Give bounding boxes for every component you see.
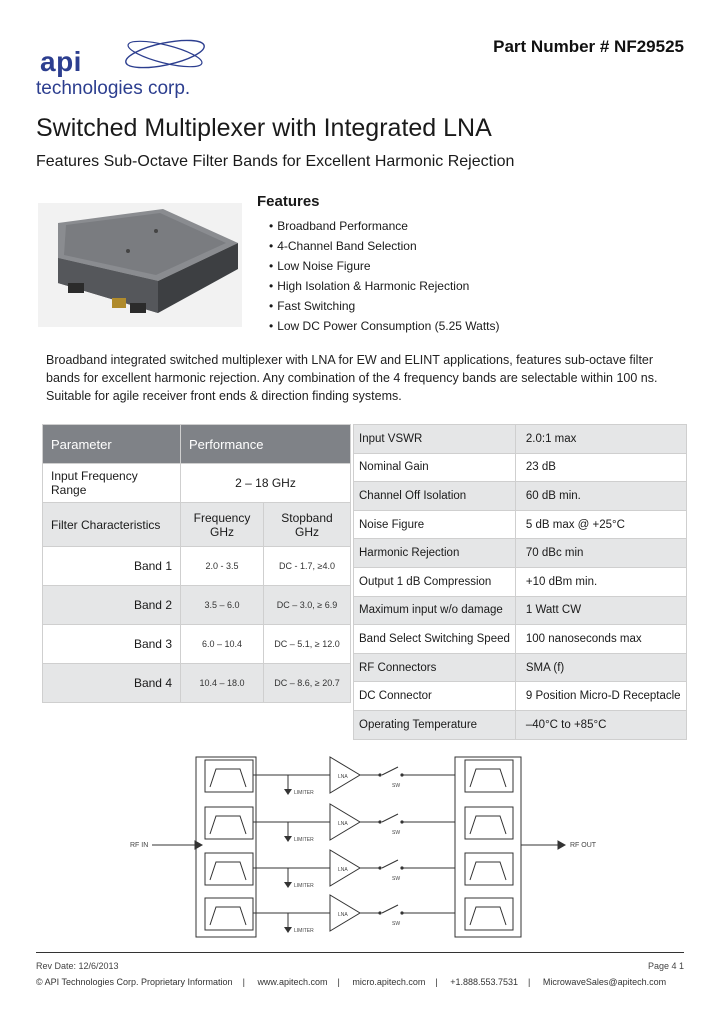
spec-value: +10 dBm min.: [514, 566, 687, 597]
table-row: Output 1 dB Compression+10 dBm min.: [353, 566, 687, 597]
amp-label: LNA: [338, 912, 348, 918]
block-diagram-svg: RF IN RF OUT LNA LNA LNA LNA SW SW SW SW…: [130, 756, 597, 938]
amp-label: LNA: [338, 774, 348, 780]
footer-email-link[interactable]: MicrowaveSales@apitech.com: [542, 977, 667, 987]
spec-value: –40°C to +85°C: [514, 709, 687, 740]
performance-table: Parameter Performance Input Frequency Ra…: [42, 424, 351, 703]
band-freq: 10.4 – 18.0: [180, 663, 264, 703]
rf-in-label: RF IN: [130, 842, 148, 849]
footer-phone: +1.888.553.7531: [450, 977, 519, 987]
spec-value: 5 dB max @ +25°C: [514, 509, 687, 540]
spec-param: Input VSWR: [353, 424, 516, 454]
switch-label: SW: [392, 876, 400, 882]
switch-label: SW: [392, 830, 400, 836]
band-stop: DC – 3.0, ≥ 6.9: [263, 585, 351, 625]
company-logo: api technologies corp.: [36, 34, 206, 104]
spec-param: DC Connector: [353, 681, 516, 711]
product-description: Broadband integrated switched multiplexe…: [46, 353, 658, 403]
band-stop: DC – 5.1, ≥ 12.0: [263, 624, 351, 664]
spec-param: Maximum input w/o damage: [353, 595, 516, 626]
spec-value: 60 dB min.: [514, 481, 687, 511]
stop-header: Stopband GHz: [263, 502, 351, 547]
freq-header: Frequency GHz: [180, 502, 264, 547]
spec-param: Output 1 dB Compression: [353, 566, 516, 597]
spec-param: Nominal Gain: [353, 452, 516, 483]
table-header-parameter: Parameter: [42, 424, 181, 464]
spec-value: 23 dB: [514, 452, 687, 483]
footer-divider: [36, 952, 684, 953]
filter-label: Filter Characteristics: [42, 502, 181, 547]
band-stop: DC - 1.7, ≥4.0: [263, 546, 351, 586]
table-row: Operating Temperature–40°C to +85°C: [353, 709, 687, 740]
logo-subtext: technologies corp.: [36, 78, 191, 99]
spec-param: Operating Temperature: [353, 709, 516, 740]
spec-value: 9 Position Micro-D Receptacle: [514, 681, 687, 711]
band-freq: 3.5 – 6.0: [180, 585, 264, 625]
input-range-value: 2 – 18 GHz: [180, 463, 351, 503]
feature-item: Low Noise Figure: [269, 256, 500, 276]
limiter-label: LIMITER: [294, 790, 314, 796]
part-number: Part Number # NF29525: [493, 37, 684, 56]
feature-item: Fast Switching: [269, 296, 500, 316]
switch-label: SW: [392, 783, 400, 789]
spec-param: RF Connectors: [353, 652, 516, 683]
features-list: Broadband Performance 4-Channel Band Sel…: [257, 216, 500, 336]
spec-param: Channel Off Isolation: [353, 481, 516, 511]
footer-copyright: © API Technologies Corp. Proprietary Inf…: [36, 977, 233, 987]
product-photo: [38, 203, 242, 327]
logo-orbit-icon: [125, 39, 205, 69]
page-number: Page 4 1: [647, 961, 684, 971]
spec-param: Band Select Switching Speed: [353, 624, 516, 654]
limiter-label: LIMITER: [294, 883, 314, 889]
band-name: Band 4: [42, 663, 181, 703]
features-section: Features Broadband Performance 4-Channel…: [257, 193, 500, 336]
feature-item: 4-Channel Band Selection: [269, 236, 500, 256]
amp-label: LNA: [338, 821, 348, 827]
rf-out-label: RF OUT: [570, 842, 597, 849]
band-name: Band 3: [42, 624, 181, 664]
switch-label: SW: [392, 921, 400, 927]
footer-website-link[interactable]: www.apitech.com: [257, 977, 328, 987]
page-subtitle: Features Sub-Octave Filter Bands for Exc…: [36, 153, 515, 170]
footer-micro-link[interactable]: micro.apitech.com: [352, 977, 426, 987]
spec-value: 2.0:1 max: [514, 424, 687, 454]
band-freq: 6.0 – 10.4: [180, 624, 264, 664]
block-diagram: RF IN RF OUT LNA LNA LNA LNA SW SW SW SW…: [0, 745, 720, 945]
footer-info: © API Technologies Corp. Proprietary Inf…: [36, 977, 667, 987]
band-stop: DC – 8.6, ≥ 20.7: [263, 663, 351, 703]
input-range-label: Input Frequency Range: [42, 463, 181, 503]
logo-text: api: [40, 46, 82, 77]
page-title: Switched Multiplexer with Integrated LNA: [36, 114, 492, 142]
band-name: Band 1: [42, 546, 181, 586]
band-name: Band 2: [42, 585, 181, 625]
limiter-label: LIMITER: [294, 837, 314, 843]
limiter-label: LIMITER: [294, 928, 314, 934]
feature-item: Broadband Performance: [269, 216, 500, 236]
feature-item: High Isolation & Harmonic Rejection: [269, 276, 500, 296]
band-freq: 2.0 - 3.5: [180, 546, 264, 586]
features-heading: Features: [257, 193, 320, 210]
feature-item: Low DC Power Consumption (5.25 Watts): [269, 316, 499, 336]
amp-label: LNA: [338, 867, 348, 873]
spec-param: Harmonic Rejection: [353, 538, 516, 568]
spec-value: SMA (f): [514, 652, 687, 683]
spec-param: Noise Figure: [353, 509, 516, 540]
spec-value: 1 Watt CW: [514, 595, 687, 626]
rev-date: Rev Date: 12/6/2013: [36, 961, 119, 971]
spec-value: 70 dBc min: [514, 538, 687, 568]
spec-value: 100 nanoseconds max: [514, 624, 687, 654]
table-header-performance: Performance: [180, 424, 351, 464]
